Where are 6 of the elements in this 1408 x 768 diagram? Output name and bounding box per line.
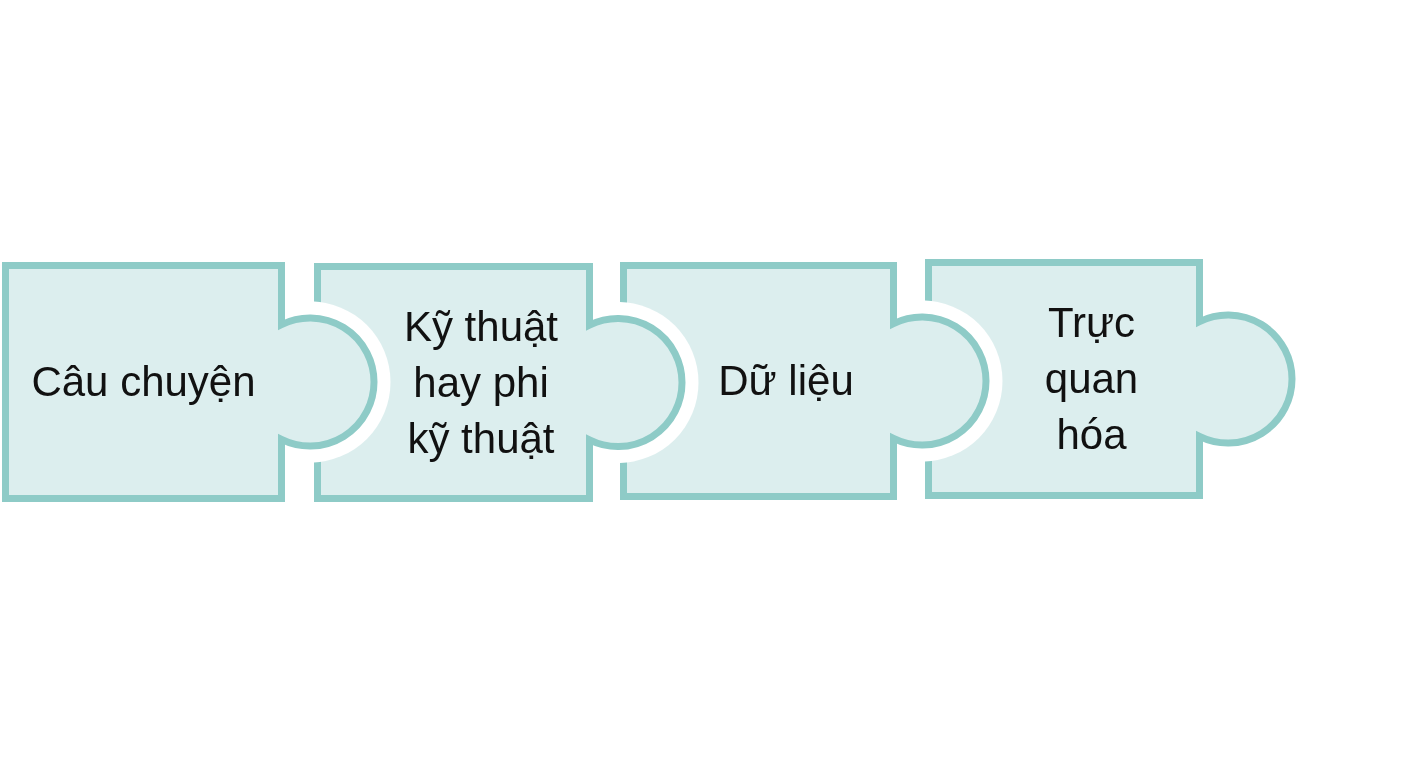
piece-label: Trực quan hóa	[1043, 298, 1140, 460]
piece-label: Câu chuyện	[31, 357, 256, 407]
puzzle-piece	[925, 259, 1296, 499]
piece-label: Dữ liệu	[718, 356, 854, 406]
puzzle-piece	[2, 262, 378, 502]
piece-label: Kỹ thuật hay phi kỹ thuật	[402, 301, 560, 464]
